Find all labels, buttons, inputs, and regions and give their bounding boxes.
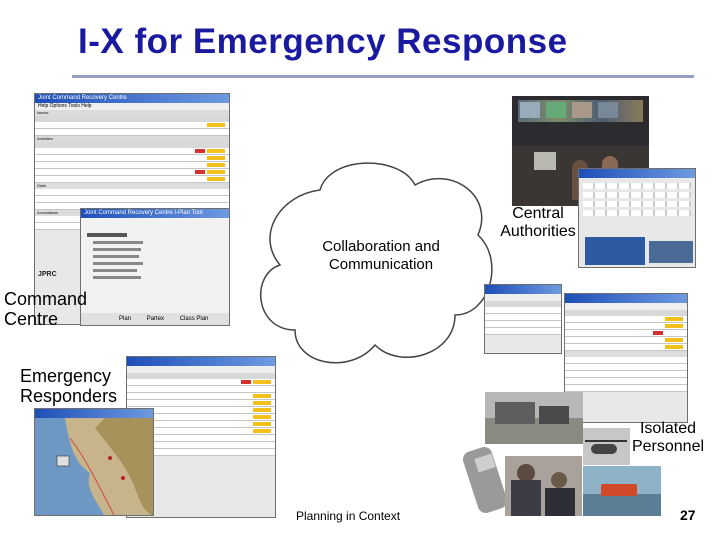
table-row[interactable] <box>565 316 687 323</box>
table-row[interactable] <box>127 435 275 442</box>
table-row[interactable] <box>485 328 561 335</box>
map-window <box>34 408 154 516</box>
table-row[interactable] <box>127 407 275 414</box>
table-header <box>127 373 275 379</box>
table-row[interactable] <box>35 129 229 136</box>
status-window <box>484 284 562 354</box>
window-menu-bar[interactable]: Help Options Tools Help <box>35 103 229 110</box>
table-row[interactable] <box>35 176 229 183</box>
table-header <box>485 301 561 307</box>
authorities-form-window <box>578 168 696 268</box>
scotland-map-thumbnail <box>585 237 645 265</box>
table-row[interactable] <box>565 330 687 337</box>
tab-partex[interactable]: Partex <box>146 316 165 322</box>
map-view[interactable] <box>35 418 154 516</box>
meeting-photo <box>505 456 582 516</box>
window-title-bar: Joint Command Recovery Centre I-Plan Too… <box>81 209 229 218</box>
logo-thumbnail <box>649 241 693 263</box>
field-operations-photo <box>485 392 583 444</box>
table-row[interactable] <box>565 378 687 385</box>
tab-class-plan[interactable]: Class Plan <box>179 316 209 322</box>
table-row[interactable] <box>565 371 687 378</box>
table-row[interactable] <box>35 122 229 129</box>
central-authorities-label: Central Authorities <box>500 205 576 240</box>
page-number: 27 <box>680 507 696 523</box>
table-row[interactable] <box>127 379 275 386</box>
rescue-boat-photo <box>583 466 661 516</box>
table-row[interactable] <box>127 449 275 456</box>
table-header <box>35 116 229 122</box>
footer-text: Planning in Context <box>296 509 401 523</box>
iplan-tab-bar: Plan Partex Class Plan <box>81 313 229 325</box>
form-checkbox-grid <box>583 183 691 223</box>
cloud-text: Collaboration and Communication <box>322 238 440 273</box>
window-title-bar <box>127 357 275 366</box>
table-row[interactable] <box>565 337 687 344</box>
table-header <box>35 142 229 148</box>
collaboration-cloud-shape <box>259 162 493 364</box>
table-row[interactable] <box>35 155 229 162</box>
jprc-logo: JPRC <box>38 271 57 278</box>
state-section-header: State <box>35 183 229 189</box>
activities-section-header: Activities <box>35 136 229 142</box>
table-row[interactable] <box>565 364 687 371</box>
table-row[interactable] <box>127 393 275 400</box>
table-row[interactable] <box>127 442 275 449</box>
table-row[interactable] <box>35 148 229 155</box>
iplan-tool-window: Joint Command Recovery Centre I-Plan Too… <box>80 208 230 326</box>
table-row[interactable] <box>127 414 275 421</box>
mobile-phone-photo <box>462 444 507 516</box>
window-title-bar <box>35 409 153 418</box>
issues-section-header: Issues <box>35 110 229 116</box>
table-row[interactable] <box>127 386 275 393</box>
window-menu-bar[interactable] <box>485 294 561 301</box>
title-underline <box>72 75 694 78</box>
table-row[interactable] <box>565 385 687 392</box>
field-unit-window <box>564 293 688 423</box>
table-row[interactable] <box>485 314 561 321</box>
command-centre-label: Command Centre <box>4 289 88 329</box>
window-menu-bar[interactable] <box>127 366 275 373</box>
window-title-bar <box>485 285 561 294</box>
helicopter-photo <box>583 428 630 465</box>
table-row[interactable] <box>35 162 229 169</box>
table-row[interactable] <box>127 421 275 428</box>
window-title-bar <box>579 169 695 178</box>
table-row[interactable] <box>35 169 229 176</box>
table-row[interactable] <box>35 196 229 203</box>
table-row[interactable] <box>35 189 229 196</box>
isolated-personnel-label: Isolated Personnel <box>631 420 705 455</box>
slide-title: I-X for Emergency Response <box>78 22 568 61</box>
table-row[interactable] <box>565 357 687 364</box>
window-title-bar <box>565 294 687 303</box>
table-row[interactable] <box>565 323 687 330</box>
window-title-bar: Joint Command Recovery Centre <box>35 94 229 103</box>
emergency-responders-label: Emergency Responders <box>20 366 118 406</box>
table-header <box>565 310 687 316</box>
table-row[interactable] <box>565 344 687 351</box>
table-row[interactable] <box>485 321 561 328</box>
window-menu-bar[interactable] <box>565 303 687 310</box>
table-row[interactable] <box>485 307 561 314</box>
plan-tree <box>87 229 147 299</box>
state-section-header <box>565 351 687 357</box>
tab-plan[interactable]: Plan <box>119 316 132 322</box>
table-row[interactable] <box>127 400 275 407</box>
table-row[interactable] <box>127 428 275 435</box>
